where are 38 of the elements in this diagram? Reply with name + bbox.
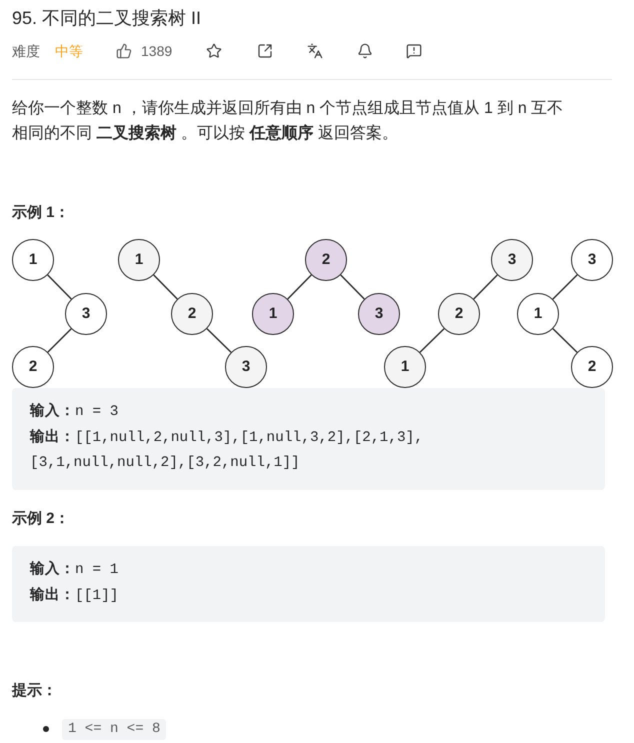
problem-title: 95. 不同的二叉搜索树 II [12,7,202,30]
tree-edge [552,274,578,300]
code-line: 输入：n = 1 [30,560,120,580]
tree-edge [552,328,578,353]
tree-node: 3 [358,293,400,335]
tree-edge [287,274,312,300]
inline-code: 1 <= n <= 8 [62,719,166,740]
code-line: 输入：n = 3 [30,402,120,422]
problem-description: 给你一个整数 n ，请你生成并返回所有由 n 个节点组成且节点值从 1 到 n 互不相同的不同 二叉搜索树 。可以按 任意顺序 返回答案。 [12,98,564,144]
hints-heading: 提示： [12,681,57,701]
tree-node: 1 [517,293,559,335]
tree-edge [473,274,498,300]
tree-edge [47,274,72,300]
code-line: 输出：[[1]] [30,586,120,606]
tree-edge [47,328,72,353]
difficulty-value: 中等 [55,42,83,61]
tree-edge [153,274,178,300]
tree-edge [340,274,365,300]
difficulty-label: 难度 [12,42,40,61]
tree-node: 2 [571,346,613,388]
code-line: 输出：[[1,null,2,null,3],[1,null,3,2],[2,1,3],[3,1,null,null,2],[3,2,null,1]] [30,428,424,473]
tree-node: 3 [491,239,533,281]
tree-node: 2 [171,293,213,335]
tree-node: 1 [384,346,426,388]
tree-edge [420,328,444,353]
tree-node: 2 [438,293,480,335]
tree-node: 3 [571,239,613,281]
tree-node: 3 [225,346,267,388]
tree-node: 1 [252,293,294,335]
example-heading: 示例 1： [12,203,70,223]
tree-node: 1 [118,239,160,281]
tree-node: 3 [65,293,107,335]
tree-node: 2 [305,239,347,281]
tree-node: 1 [12,239,54,281]
like-count: 1389 [141,42,172,61]
tree-node: 2 [12,346,54,388]
example-heading: 示例 2： [12,509,70,529]
tree-edge [206,328,232,353]
